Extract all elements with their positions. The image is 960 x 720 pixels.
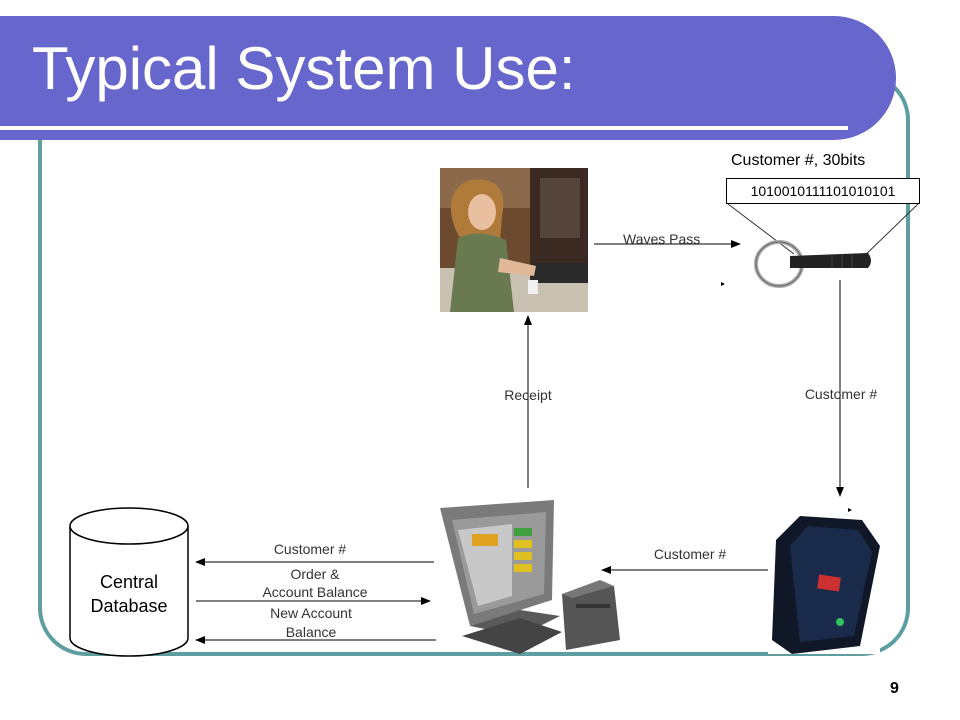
customer-photo [440,168,588,312]
callout-line-right [857,203,919,263]
customer-number-right-label: Customer # [804,386,878,402]
rfid-reader-icon [768,512,880,654]
database-label-line1: Central [99,572,159,592]
customer-number-db-label: Customer # [273,541,347,557]
slide-title: Typical System Use: [32,35,576,102]
receipt-label: Receipt [504,387,552,403]
customer-photo-illustration [440,168,588,312]
new-balance-label-line1: New Account [270,605,352,621]
new-balance-label-line2: Balance [285,624,337,640]
title-underline [0,126,848,130]
waves-pass-label: Waves Pass [623,231,701,247]
title-bar [0,16,896,140]
pos-terminal-icon [440,500,620,654]
key-fob-icon [754,240,871,288]
database-label: Central Database [69,570,189,618]
database-label-line2: Database [90,596,168,616]
tag-label: Customer #, 30bits [731,152,866,169]
database-icon [69,507,189,657]
order-label-line1: Order & [290,566,340,582]
page-number: 9 [890,680,899,697]
tag-bits-box: 1010010111101010101 [726,178,920,204]
customer-number-bottom-label: Customer # [653,546,727,562]
order-label-line2: Account Balance [262,584,368,600]
callout-line-left [727,203,795,255]
